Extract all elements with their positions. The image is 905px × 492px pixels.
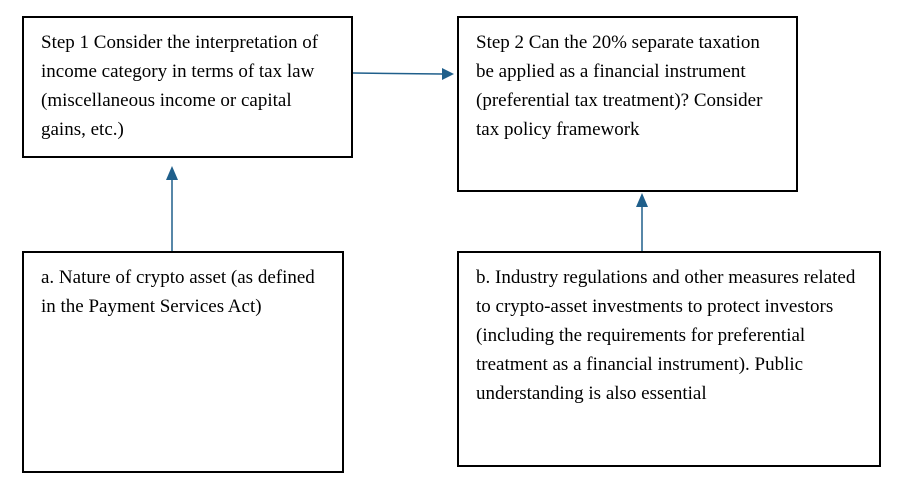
factor-a-text: a. Nature of crypto asset (as defined in…: [41, 267, 315, 317]
step1-text: Step 1 Consider the interpretation of in…: [41, 32, 319, 140]
step2-text: Step 2 Can the 20% separate taxation be …: [476, 32, 763, 140]
arrow-factor-b-to-step2: [636, 193, 648, 251]
arrow-step1-to-step2: [352, 68, 454, 80]
step1-box: Step 1 Consider the interpretation of in…: [22, 16, 353, 158]
step2-box: Step 2 Can the 20% separate taxation be …: [457, 16, 798, 192]
factor-b-text: b. Industry regulations and other measur…: [476, 267, 856, 404]
factor-a-box: a. Nature of crypto asset (as defined in…: [22, 251, 344, 473]
arrow-factor-a-to-step1: [166, 166, 178, 251]
factor-b-box: b. Industry regulations and other measur…: [457, 251, 881, 467]
